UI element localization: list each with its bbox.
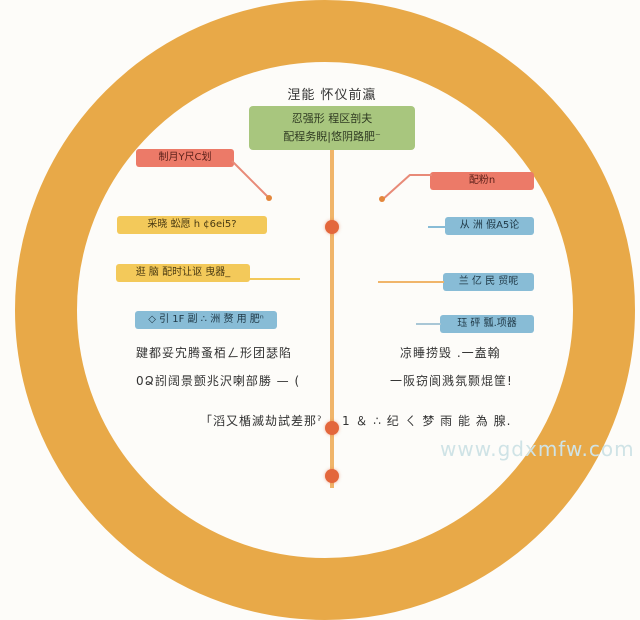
spine-node bbox=[325, 469, 339, 483]
right-tag-3: 兰 亿 民 贸呢 bbox=[443, 273, 534, 291]
center-box: 忍强形 程区剖夫 配程务睨|悠阴路肥⁻ bbox=[249, 106, 415, 150]
connector-tip bbox=[266, 195, 272, 201]
connector-line bbox=[416, 323, 441, 325]
connector-line bbox=[410, 174, 432, 176]
bottom-text-right: 1 ＆ ∴ 纪 ㄑ 梦 雨 能 為 腺. bbox=[342, 414, 512, 428]
connector-line bbox=[428, 226, 446, 228]
right-tag-4: 珏 砰 瓢.项器 bbox=[440, 315, 534, 333]
left-tag-4: ◇ 引 1F 副 ∴ 洲 赘 用 肥ⁿ bbox=[135, 311, 277, 329]
body-left-line1: 踺都妥宄腾蚤栢ㄥ形团瑟陷 bbox=[136, 346, 293, 360]
connector-tip bbox=[379, 196, 385, 202]
center-spine bbox=[330, 148, 334, 488]
body-right-line1: 凉睡捞毁 .一盍翰 bbox=[400, 346, 501, 360]
center-box-line1: 忍强形 程区剖夫 bbox=[291, 112, 373, 125]
watermark: www.gdxmfw.com bbox=[440, 437, 635, 461]
center-box-line2: 配程务睨|悠阴路肥⁻ bbox=[283, 130, 381, 143]
spine-node bbox=[325, 220, 339, 234]
diagram-title: 涅能 怀仪前瀛 bbox=[287, 88, 377, 103]
right-tag-1: 配粉n bbox=[430, 172, 534, 190]
left-tag-1: 制月Y尺C划 bbox=[136, 149, 234, 167]
body-left-line2: 0Ձ訠阔景颤兆沢喇部勝 — ( bbox=[136, 374, 301, 388]
left-tag-2: 采晓 蚣愿 h ¢6ei5? bbox=[117, 216, 267, 234]
bottom-text-left: 「滔又楯滅劫試差那ˀ bbox=[200, 414, 323, 428]
connector-line bbox=[378, 281, 444, 283]
right-tag-2: 从 洲 假A5论 bbox=[445, 217, 534, 235]
left-tag-3: 逛 脑 配时让讴 曳器_ bbox=[116, 264, 250, 282]
connector-line bbox=[248, 278, 300, 280]
body-right-line2: 一阪窃阆溅氛颢焜筐! bbox=[390, 374, 513, 388]
spine-node bbox=[325, 421, 339, 435]
